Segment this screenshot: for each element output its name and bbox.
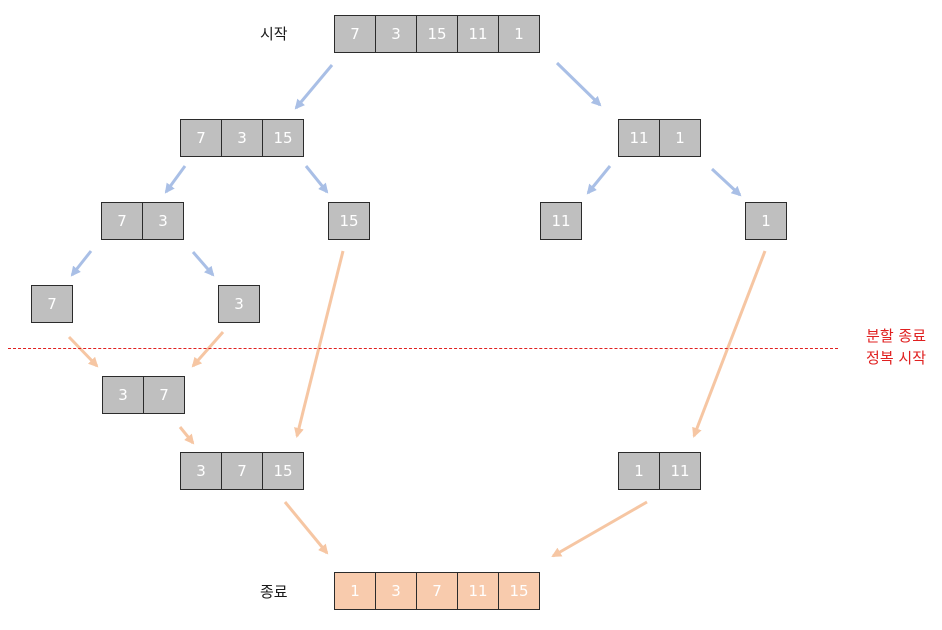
array-cell: 3	[375, 15, 417, 53]
divide-arrow	[164, 165, 187, 194]
array-cell: 15	[262, 452, 304, 490]
array-single-3: 3	[218, 285, 260, 323]
array-cell: 11	[618, 119, 660, 157]
array-cell: 11	[659, 452, 701, 490]
array-split-1: 1	[745, 202, 787, 240]
merge-arrow	[294, 250, 345, 438]
start-label: 시작	[260, 25, 288, 43]
array-cell: 7	[180, 119, 222, 157]
array-cell: 3	[180, 452, 222, 490]
merge-arrow	[692, 250, 767, 438]
divide-arrow	[710, 167, 742, 197]
array-cell: 1	[618, 452, 660, 490]
array-cell: 3	[142, 202, 184, 240]
array-split-15: 15	[328, 202, 370, 240]
array-cell: 11	[457, 15, 499, 53]
divide-end-label: 분할 종료	[866, 327, 926, 345]
divide-arrow	[586, 165, 612, 195]
merge-arrow	[283, 501, 329, 555]
array-cell: 7	[31, 285, 73, 323]
array-cell: 15	[416, 15, 458, 53]
array-cell: 1	[498, 15, 540, 53]
array-cell: 7	[101, 202, 143, 240]
array-cell: 3	[102, 376, 144, 414]
merge-arrow	[191, 331, 225, 368]
array-split-11: 11	[540, 202, 582, 240]
array-cell: 7	[416, 572, 458, 610]
divide-arrow	[304, 165, 329, 194]
array-cell: 11	[457, 572, 499, 610]
array-cell: 1	[334, 572, 376, 610]
merge-arrow	[551, 500, 648, 558]
array-cell: 1	[745, 202, 787, 240]
array-cell: 11	[540, 202, 582, 240]
array-cell: 3	[221, 119, 263, 157]
array-cell: 7	[334, 15, 376, 53]
array-cell: 3	[375, 572, 417, 610]
merge-arrow	[178, 426, 195, 445]
conquer-start-label: 정복 시작	[866, 349, 926, 367]
divide-arrow	[294, 64, 334, 110]
merge-arrow	[67, 335, 99, 368]
array-cell: 7	[143, 376, 185, 414]
divide-conquer-boundary	[8, 348, 838, 349]
divide-arrow	[70, 250, 93, 277]
end-label: 종료	[260, 583, 288, 601]
array-cell: 15	[498, 572, 540, 610]
divide-arrow	[555, 61, 602, 107]
array-single-7: 7	[31, 285, 73, 323]
array-cell: 3	[218, 285, 260, 323]
array-cell: 1	[659, 119, 701, 157]
array-cell: 15	[328, 202, 370, 240]
array-cell: 15	[262, 119, 304, 157]
array-cell: 7	[221, 452, 263, 490]
divide-arrow	[191, 251, 215, 277]
